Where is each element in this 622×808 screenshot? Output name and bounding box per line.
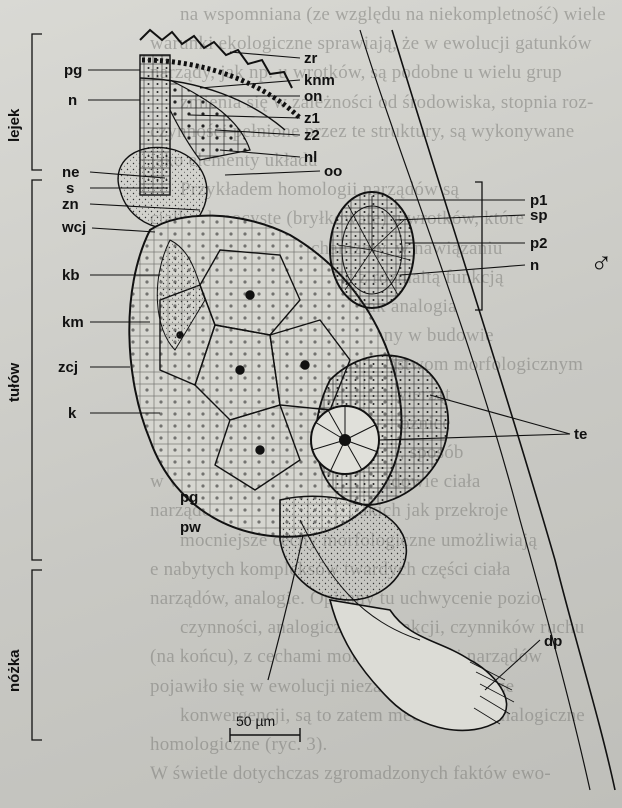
label-knm: knm (304, 73, 335, 88)
region-label-nozka: nóżka (6, 649, 23, 692)
scale-bar-label: 50 µm (236, 713, 275, 729)
region-label-lejek: lejek (6, 109, 23, 142)
label-pw: pw (180, 520, 201, 535)
label-pg-bottom: pg (180, 490, 198, 505)
label-dp: dp (544, 634, 562, 649)
label-te: te (574, 427, 587, 442)
label-p1: p1 (530, 193, 548, 208)
label-s: s (66, 181, 74, 196)
label-nl: nl (304, 150, 317, 165)
label-ne: ne (62, 165, 80, 180)
label-pg-top: pg (64, 63, 82, 78)
label-oo: oo (324, 164, 342, 179)
label-zn: zn (62, 197, 79, 212)
label-on: on (304, 89, 322, 104)
label-zcj: zcj (58, 360, 78, 375)
scale-bar-line (230, 728, 300, 742)
label-sp: sp (530, 208, 548, 223)
label-z1: z1 (304, 111, 320, 126)
label-k: k (68, 406, 76, 421)
label-z2: z2 (304, 128, 320, 143)
foot (330, 600, 507, 730)
label-zr: zr (304, 51, 317, 66)
label-km: km (62, 315, 84, 330)
foot-gland (280, 496, 406, 600)
label-wcj: wcj (62, 220, 86, 235)
label-n-top: n (68, 93, 77, 108)
label-kb: kb (62, 268, 80, 283)
label-p2: p2 (530, 236, 548, 251)
male-symbol: ♂ (590, 246, 613, 280)
region-label-tulow: tułów (6, 363, 23, 402)
label-n-right: n (530, 258, 539, 273)
